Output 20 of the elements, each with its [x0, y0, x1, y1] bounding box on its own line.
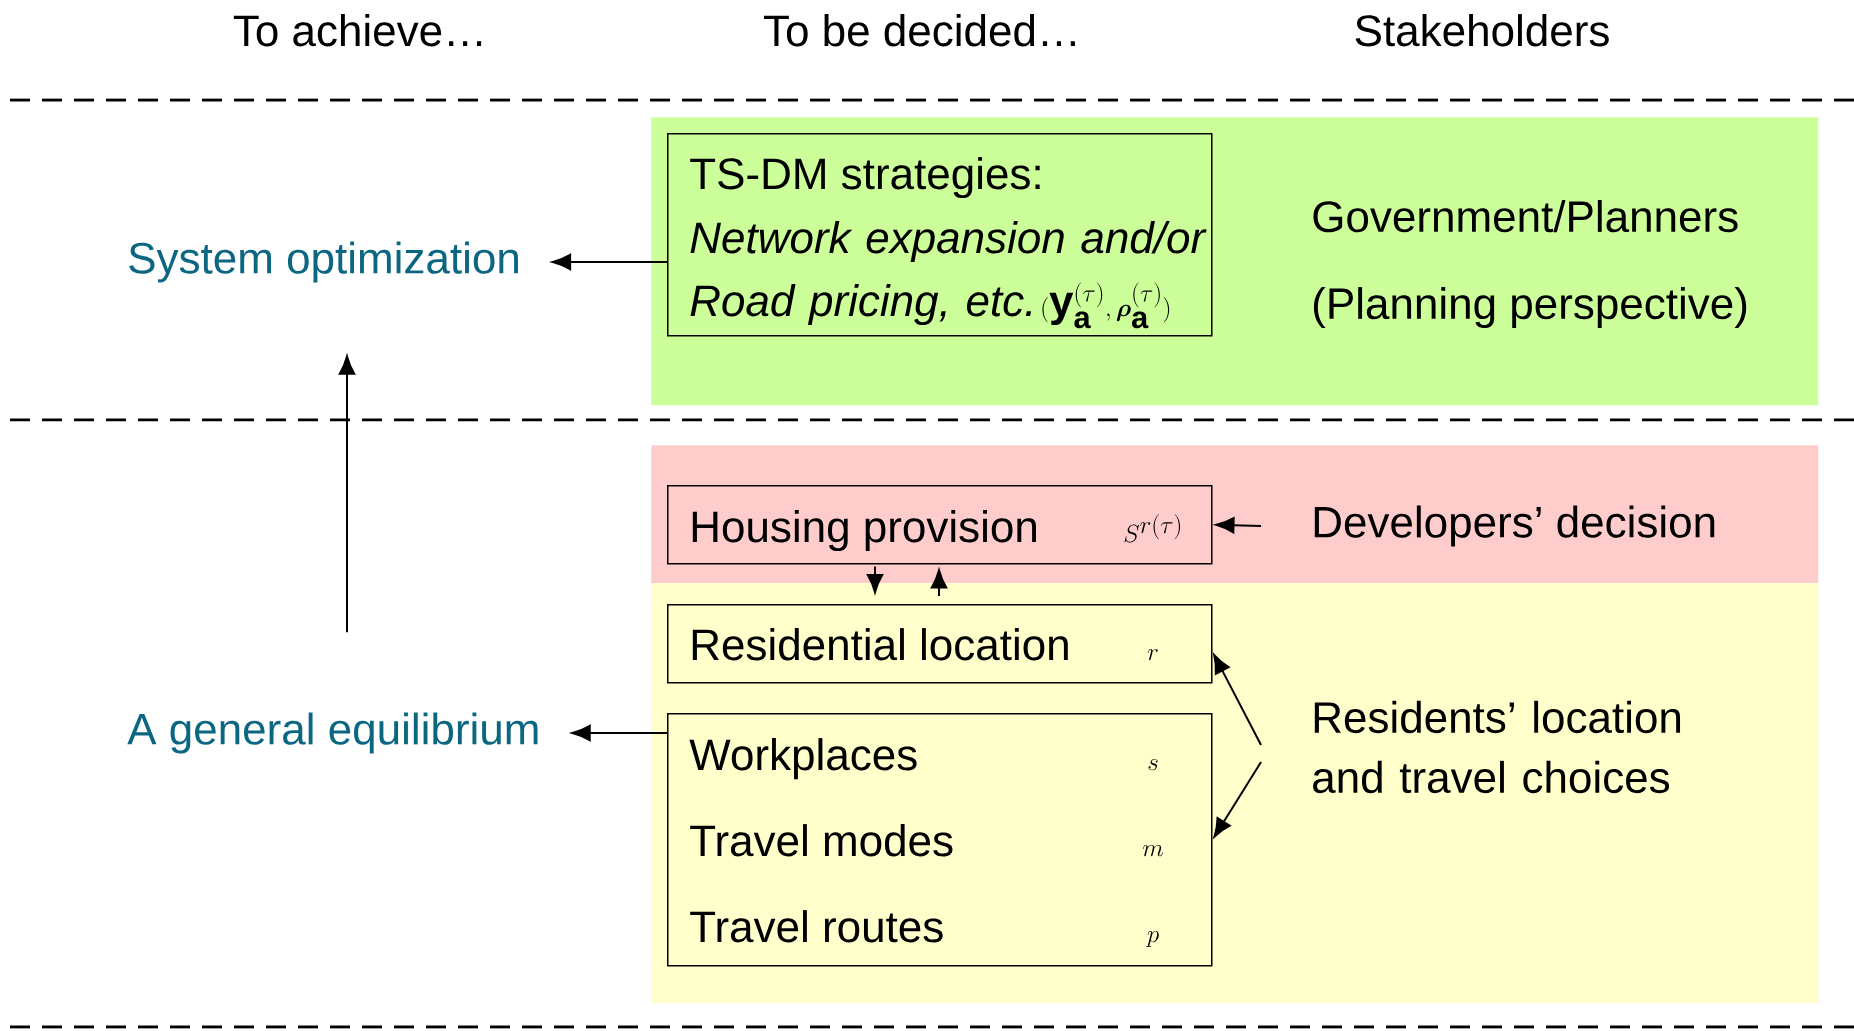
goal-label: System optimization	[129, 241, 518, 283]
arrow	[866, 565, 884, 594]
stakeholder-label: Government/Planners (Planning perspective)	[1313, 200, 1747, 328]
arrow	[1213, 654, 1262, 746]
column-heading: To achieve…	[233, 14, 482, 47]
stakeholder-label: Residents’ location and travel choices	[1313, 700, 1681, 794]
decision-box: Workplaces $s$ Travel modes $m$ Travel routes $p$	[667, 713, 1213, 967]
arrow	[930, 569, 948, 597]
decision-box: TS-DM strategies: Network expansion and/or Road pricing, etc. $(\mathbf{y}_{\mathbf{a}}^{(\tau)},\boldsymbol{\rho}_{\mathbf{a}}^{(\tau)})$	[667, 133, 1213, 337]
stakeholder-label: Developers’ decision	[1314, 505, 1715, 547]
column-heading: Stakeholders	[1355, 14, 1609, 47]
arrow	[571, 724, 668, 742]
arrow	[551, 253, 668, 271]
arrow	[338, 355, 356, 634]
decision-box: Residential location $r$	[667, 604, 1213, 684]
arrow	[1213, 761, 1262, 838]
column-heading: To be decided…	[764, 14, 1075, 47]
goal-label: A general equilibrium	[127, 712, 538, 754]
arrow	[1215, 517, 1262, 534]
decision-box: Housing provision $S^{r(\tau)}$	[667, 485, 1213, 565]
